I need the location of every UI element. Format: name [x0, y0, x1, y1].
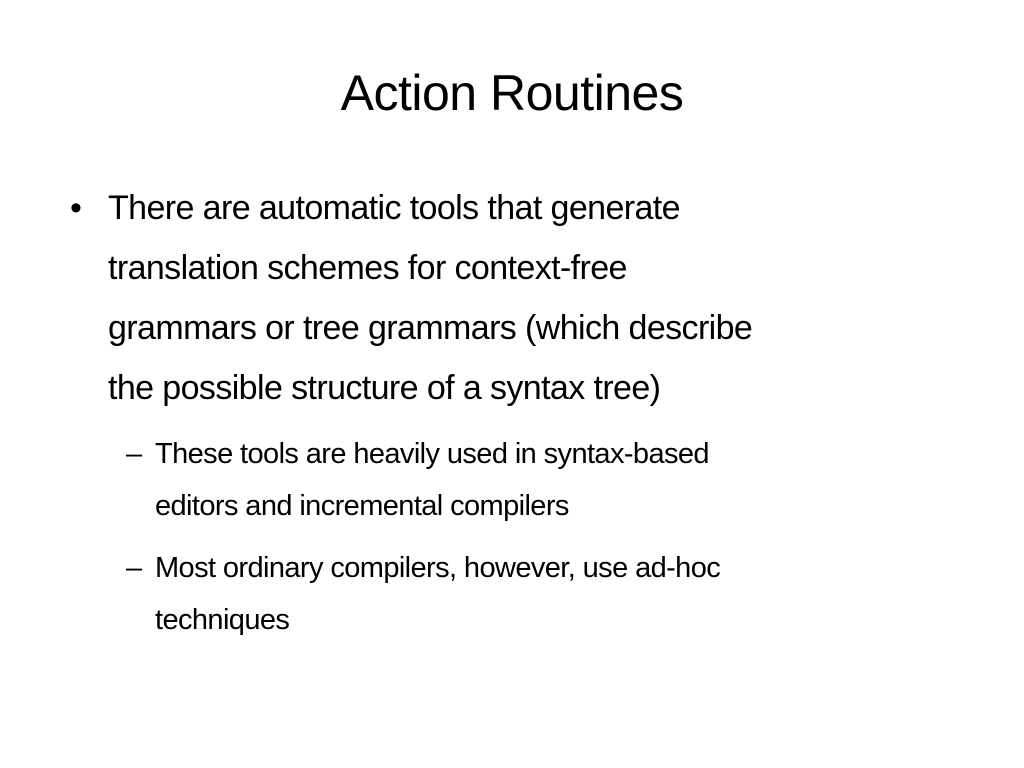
bullet-text-line: translation schemes for context-free: [108, 249, 627, 287]
sub-bullet-text-line: techniques: [155, 604, 290, 636]
bullet-text-line: the possible structure of a syntax tree): [108, 369, 661, 407]
bullet-text-line: grammars or tree grammars (which describ…: [108, 309, 753, 347]
sub-bullet-text-line: These tools are heavily used in syntax-b…: [155, 438, 710, 470]
sub-bullet-marker: –: [126, 552, 143, 584]
bullet-text-line: There are automatic tools that generate: [108, 189, 681, 227]
sub-bullet-marker: –: [126, 438, 143, 470]
slide-title: Action Routines: [340, 65, 684, 121]
bullet-marker: •: [70, 189, 82, 227]
sub-bullet-text-line: editors and incremental compilers: [155, 490, 569, 522]
sub-bullet-text-line: Most ordinary compilers, however, use ad…: [155, 552, 721, 584]
